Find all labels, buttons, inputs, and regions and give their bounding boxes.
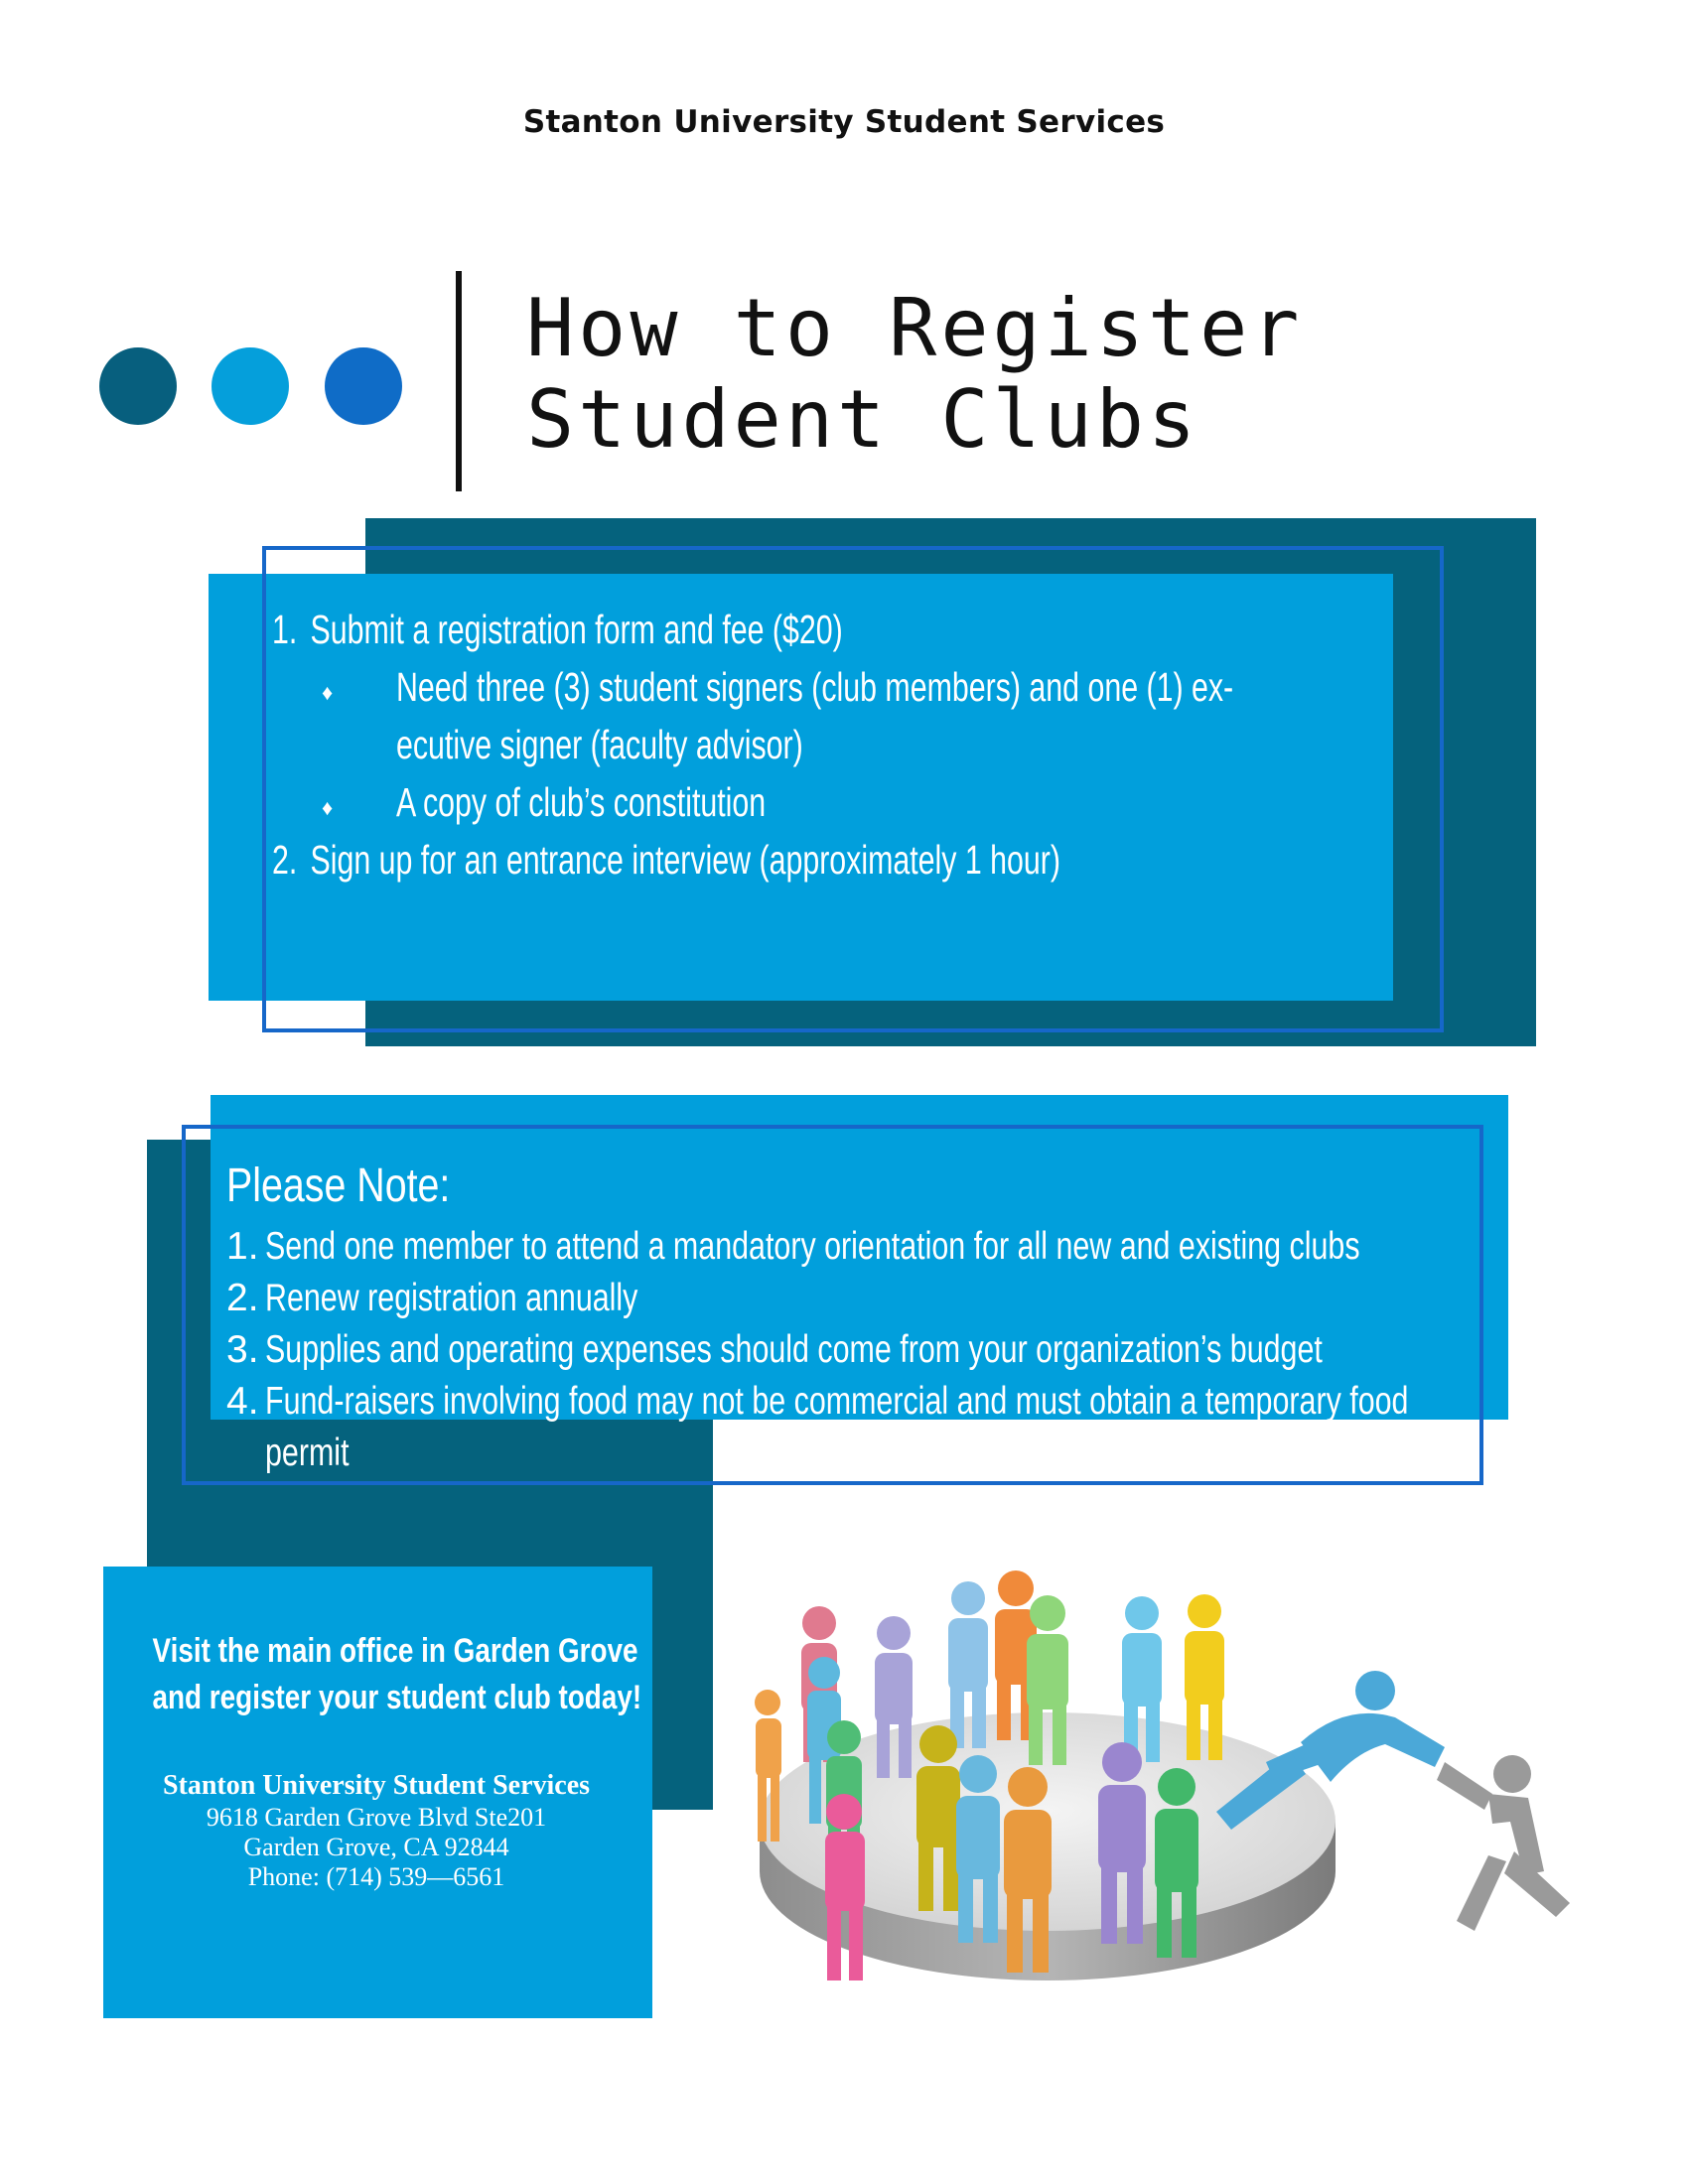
visit-callout: Visit the main office in Garden Grove an… bbox=[103, 1628, 649, 1721]
note-item-2: 2. Renew registration annually bbox=[226, 1273, 1468, 1324]
notes-heading: Please Note: bbox=[226, 1160, 451, 1212]
step-1-sub-1: ♦ Need three (3) student signers (club m… bbox=[272, 658, 1384, 773]
note-3-text: Supplies and operating expenses should c… bbox=[265, 1328, 1323, 1371]
steps-outline bbox=[262, 546, 1444, 1032]
notes-section: Please Note: 1. Send one member to atten… bbox=[226, 1152, 1468, 1479]
visit-line-1: Visit the main office in Garden Grove bbox=[152, 1632, 638, 1670]
step-1-sub-2-text: A copy of club’s constitution bbox=[396, 779, 767, 825]
diamond-bullet-icon: ♦ bbox=[322, 795, 334, 820]
people-crowd-helping-hand-icon bbox=[755, 1570, 1570, 1980]
note-item-1: 1. Send one member to attend a mandatory… bbox=[226, 1221, 1468, 1273]
diamond-bullet-icon: ♦ bbox=[322, 680, 334, 705]
title-line-2: Student Clubs bbox=[526, 373, 1200, 466]
step-1: 1. Submit a registration form and fee ($… bbox=[272, 601, 1095, 658]
note-1-text: Send one member to attend a mandatory or… bbox=[265, 1225, 1360, 1268]
address-city: Garden Grove, CA 92844 bbox=[243, 1833, 509, 1861]
note-3-number: 3. bbox=[226, 1328, 259, 1371]
steps-panel bbox=[209, 574, 1393, 1001]
step-1-text: Submit a registration form and fee ($20) bbox=[310, 607, 843, 652]
note-1-number: 1. bbox=[226, 1225, 259, 1268]
note-4-line-1: Fund-raisers involving food may not be c… bbox=[265, 1380, 1409, 1423]
step-1-number: 1. bbox=[272, 607, 298, 652]
visit-line-2: and register your student club today! bbox=[152, 1679, 642, 1716]
title-line-1: How to Register bbox=[526, 282, 1304, 374]
notes-outline bbox=[182, 1125, 1483, 1485]
step-1-sub-2: ♦ A copy of club’s constitution bbox=[272, 773, 1384, 831]
note-4-line-2: permit bbox=[265, 1432, 350, 1474]
notes-panel bbox=[211, 1095, 1508, 1420]
page-title: How to Register Student Clubs bbox=[526, 283, 1303, 466]
visit-panel bbox=[103, 1567, 652, 2018]
step-1-sub-1-line-1: Need three (3) student signers (club mem… bbox=[396, 664, 1234, 710]
address-street: 9618 Garden Grove Blvd Ste201 bbox=[206, 1803, 547, 1832]
steps-list: 1. Submit a registration form and fee ($… bbox=[272, 601, 1384, 888]
address-org: Stanton University Student Services bbox=[162, 1770, 591, 1801]
decor-dot-mid bbox=[211, 347, 289, 425]
decor-dot-blue bbox=[325, 347, 402, 425]
note-4-number: 4. bbox=[226, 1380, 259, 1423]
header-org: Stanton University Student Services bbox=[522, 104, 1166, 140]
address-block: Stanton University Student Services 9618… bbox=[103, 1769, 649, 1892]
decor-dot-dark bbox=[99, 347, 177, 425]
step-2-number: 2. bbox=[272, 837, 298, 883]
step-2: 2. Sign up for an entrance interview (ap… bbox=[272, 831, 1095, 888]
note-item-3: 3. Supplies and operating expenses shoul… bbox=[226, 1324, 1468, 1376]
title-divider bbox=[456, 271, 462, 491]
address-phone: Phone: (714) 539—6561 bbox=[247, 1862, 505, 1891]
step-2-text: Sign up for an entrance interview (appro… bbox=[310, 837, 1061, 883]
note-2-text: Renew registration annually bbox=[265, 1277, 638, 1319]
note-item-4: 4. Fund-raisers involving food may not b… bbox=[226, 1376, 1468, 1479]
note-2-number: 2. bbox=[226, 1277, 259, 1319]
step-1-sub-1-line-2: ecutive signer (faculty advisor) bbox=[396, 722, 803, 767]
